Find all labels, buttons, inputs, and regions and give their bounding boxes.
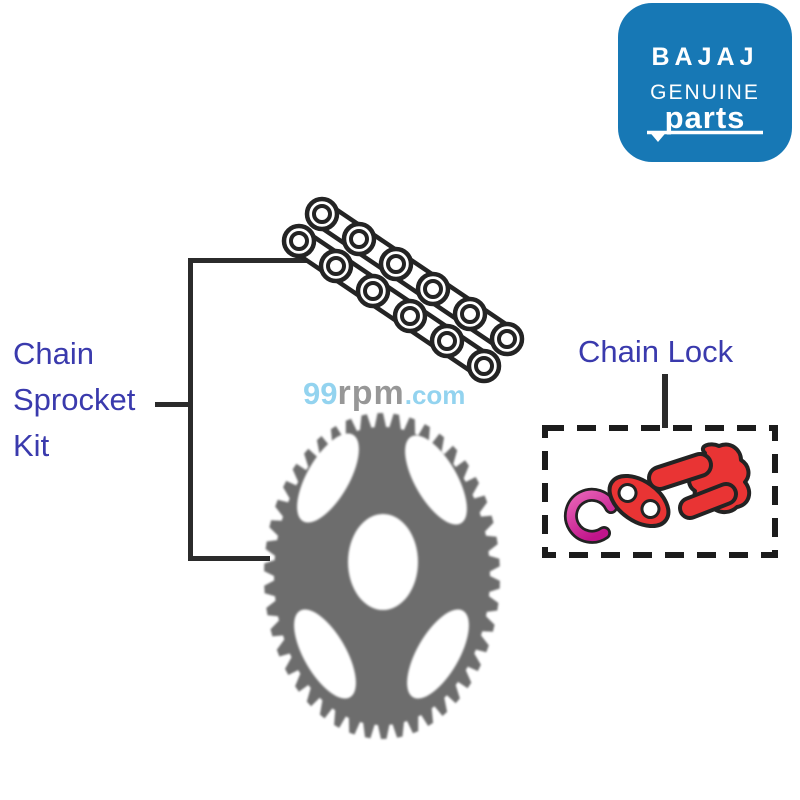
chain-lock-label: Chain Lock xyxy=(578,334,734,369)
chain-lock-pointer-line xyxy=(662,374,668,428)
dashed-border xyxy=(542,425,778,558)
spring-clip xyxy=(566,490,616,542)
kit-label-line2: Sprocket xyxy=(13,382,136,417)
chain-links xyxy=(281,196,525,384)
bracket-arm-to-chain xyxy=(188,258,335,263)
chain-lock-parts xyxy=(563,442,752,544)
sprocket-cutout-top-left xyxy=(297,433,359,523)
chain-lock-box xyxy=(542,425,778,558)
logo-genuine-text: GENUINE xyxy=(650,81,760,104)
watermark-name: rpm xyxy=(337,374,405,412)
sprocket-cutout-top-right xyxy=(405,435,467,525)
sprocket-cutout-bottom-left xyxy=(294,609,356,699)
master-link-pins xyxy=(647,452,738,520)
sprocket-drawing xyxy=(264,413,500,739)
chain-sprocket-kit-label: Chain Sprocket Kit xyxy=(13,331,135,469)
logo-parts-text: parts xyxy=(664,100,746,135)
roller-chain-drawing xyxy=(281,196,525,384)
kit-label-line3: Kit xyxy=(13,428,50,463)
kit-label-line1: Chain xyxy=(13,336,94,371)
watermark: 99rpm.com xyxy=(303,374,465,413)
bracket-vertical-line xyxy=(188,258,193,561)
bracket-arm-to-sprocket xyxy=(188,556,270,561)
sprocket-cutout-bottom-right xyxy=(407,609,469,699)
bracket-arm-to-label xyxy=(155,402,193,407)
logo-underline-arrow-icon xyxy=(647,130,763,142)
logo-brand-text: BAJAJ xyxy=(651,43,759,71)
watermark-domain: .com xyxy=(404,380,466,410)
sprocket-center-hole xyxy=(348,514,418,610)
watermark-num: 99 xyxy=(303,376,338,411)
bajaj-genuine-parts-logo: BAJAJ GENUINE parts xyxy=(618,3,792,162)
